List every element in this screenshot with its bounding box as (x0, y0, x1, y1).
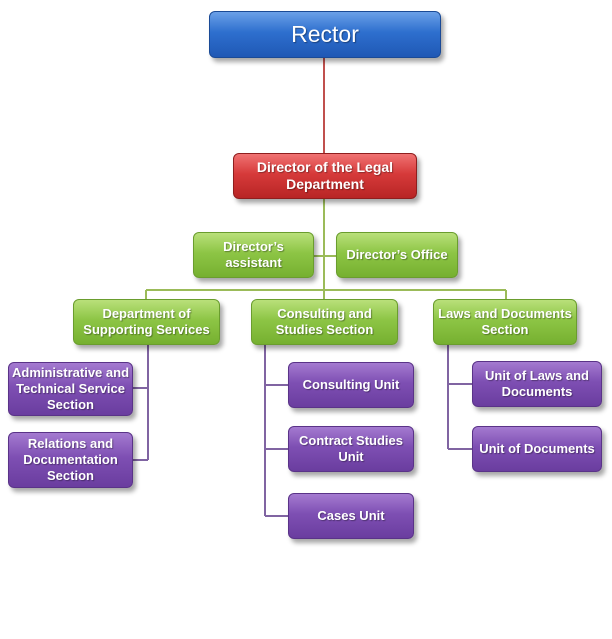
node-directors-assistant-label: Director’s assistant (223, 238, 284, 270)
node-contract-studies-unit-label: Contract Studies Unit (298, 432, 403, 464)
node-supporting-services[interactable]: Department of Supporting Services (73, 299, 220, 345)
node-laws-documents-unit[interactable]: Unit of Laws and Documents (472, 361, 602, 407)
node-relations-documentation[interactable]: Relations and Documentation Section (8, 432, 133, 488)
node-consulting-studies-label: Consulting and Studies Section (275, 305, 374, 337)
node-consulting-studies[interactable]: Consulting and Studies Section (251, 299, 398, 345)
node-documents-unit[interactable]: Unit of Documents (472, 426, 602, 472)
node-consulting-unit[interactable]: Consulting Unit (288, 362, 414, 408)
node-cases-unit[interactable]: Cases Unit (288, 493, 414, 539)
node-admin-technical[interactable]: Administrative and Technical Service Sec… (8, 362, 133, 416)
node-consulting-unit-label: Consulting Unit (302, 376, 400, 392)
node-directors-assistant[interactable]: Director’s assistant (193, 232, 314, 278)
node-director-label: Director of the Legal Department (256, 158, 394, 193)
node-admin-technical-label: Administrative and Technical Service Sec… (11, 364, 130, 413)
node-supporting-services-label: Department of Supporting Services (83, 305, 210, 337)
node-documents-unit-label: Unit of Documents (479, 440, 595, 456)
node-rector[interactable]: Rector (209, 11, 441, 58)
node-contract-studies-unit[interactable]: Contract Studies Unit (288, 426, 414, 472)
node-director[interactable]: Director of the Legal Department (233, 153, 417, 199)
node-directors-office-label: Director’s Office (346, 246, 448, 262)
node-laws-documents[interactable]: Laws and Documents Section (433, 299, 577, 345)
node-laws-documents-unit-label: Unit of Laws and Documents (485, 367, 589, 399)
node-directors-office[interactable]: Director’s Office (336, 232, 458, 278)
node-relations-documentation-label: Relations and Documentation Section (23, 435, 118, 484)
node-laws-documents-label: Laws and Documents Section (438, 305, 572, 337)
node-rector-label: Rector (291, 21, 359, 48)
node-cases-unit-label: Cases Unit (317, 507, 385, 523)
